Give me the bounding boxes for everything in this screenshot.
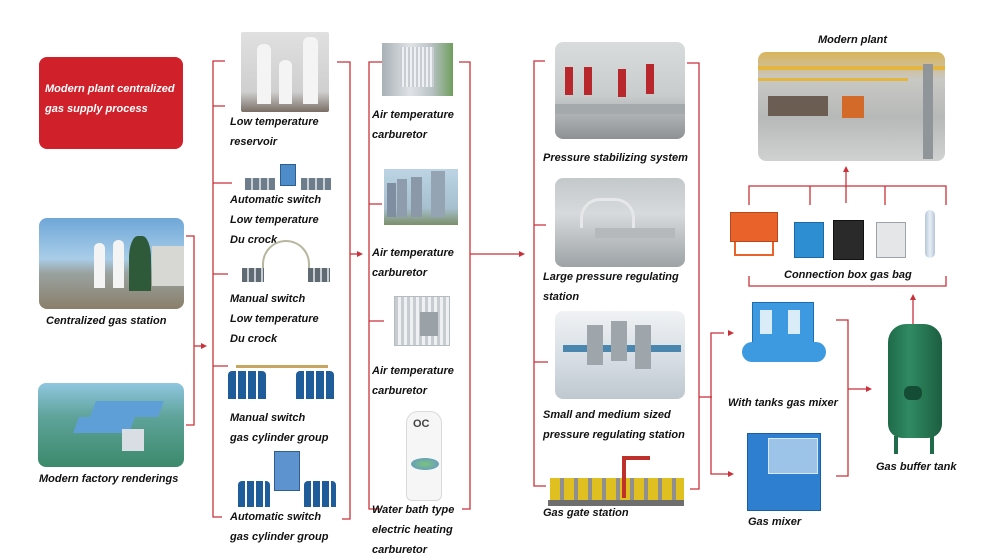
arrow-to-gas-mixer [728,471,734,477]
destination-label: Modern plant [818,34,888,46]
mixer-merge [836,319,866,477]
regulator-right-bracket [687,62,700,490]
regulator-label-2: Large pressure regulating station [543,271,679,303]
storage-tanks-photo [241,32,329,112]
manual-cylinder-group-icon [226,347,338,402]
storage-label-manual-dewar: Manual switch Low temperature Du crock [230,293,319,345]
storage-label-reservoir: Low temperature reservoir [230,116,319,148]
regulator-left-bracket [533,60,548,487]
auto-switch-dewar-icon [243,164,333,192]
manual-switch-dewar-icon [240,236,334,286]
sources-bracket [186,235,195,426]
small-regulating-station-photo [555,311,685,399]
arrow-to-vaporizers [357,251,363,257]
buffer-tank-photo [884,324,944,454]
connection-label: Connection box gas bag [784,269,912,281]
storage-ticks [213,105,232,367]
water-bath-heater-photo: OC [406,411,442,501]
tank-gas-mixer-photo [740,302,828,370]
buffer-label: Gas buffer tank [876,461,957,473]
connection-top-bracket [748,185,947,205]
arrow-to-regulators [519,251,525,257]
arrow-to-tank-mixer [728,330,734,336]
storage-label-auto-dewar: Automatic switch Low temperature Du croc… [230,194,322,246]
storage-left-bracket [212,60,225,518]
mixer-label-gas: Gas mixer [748,516,802,528]
air-vaporizer-photo [382,43,453,96]
arrow-to-buffer [866,386,872,392]
air-vaporizer-towers-photo [384,169,458,225]
air-vaporizer-skid-photo [392,292,454,354]
regulator-label-1: Pressure stabilizing system [543,152,688,164]
vaporizer-label-2: Air temperature carburetor [372,247,454,279]
explosion-proof-box-icon [726,208,784,258]
process-title: Modern plant centralized gas supply proc… [45,83,175,115]
gray-control-box-icon [876,222,906,258]
regulator-label-3: Small and medium sized pressure regulati… [543,409,685,441]
storage-label-manual-cylinders: Manual switch gas cylinder group [230,412,329,444]
arrow-to-connection [910,294,916,300]
source-label-gas-station: Centralized gas station [46,315,167,327]
arrow-to-plant [843,166,849,172]
vaporizer-label-1: Air temperature carburetor [372,109,454,141]
arrow-to-storage [201,343,207,349]
regulator-label-4: Gas gate station [543,507,629,519]
heater-logo-icon: OC [413,418,430,430]
large-regulating-station-photo [555,178,685,267]
gas-mixer-photo [747,433,821,511]
storage-label-auto-cylinders: Automatic switch gas cylinder group [230,511,329,543]
vaporizer-left-bracket [368,61,384,510]
vaporizer-label-4: Water bath type electric heating carbure… [372,504,455,556]
modern-plant-photo [758,52,945,161]
black-control-box-icon [833,220,864,260]
mixer-label-tank: With tanks gas mixer [728,397,838,409]
blue-control-box-icon [794,222,824,258]
gas-gate-station-photo [546,452,686,510]
mixer-split [710,332,728,475]
storage-right-bracket [337,61,351,520]
gas-bag-column-icon [925,210,935,258]
connection-bottom-bracket [748,276,947,287]
factory-rendering-photo [38,383,184,467]
gas-station-photo [39,218,184,309]
vaporizer-label-3: Air temperature carburetor [372,365,454,397]
pressure-stabilizer-photo [555,42,685,139]
vaporizer-right-bracket [459,61,471,510]
process-title-box: Modern plant centralized gas supply proc… [39,57,183,149]
source-label-factory: Modern factory renderings [39,473,179,485]
auto-cylinder-group-icon [236,451,340,509]
